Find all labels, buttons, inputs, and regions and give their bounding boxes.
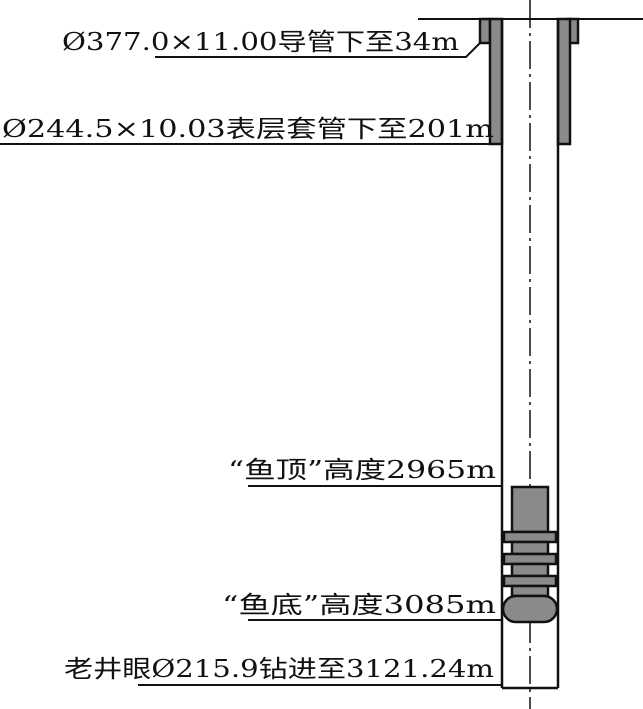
fish-collar-2	[502, 552, 558, 566]
surface-casing-right-wall	[556, 17, 572, 146]
old-hole-label: 老井眼Ø215.9钻进至3121.24m	[64, 655, 494, 683]
surface-casing-label: Ø244.5×10.03表层套管下至201m	[2, 115, 494, 143]
conductor-left-wall	[478, 17, 492, 45]
fish-collar-1	[502, 530, 558, 544]
conductor-leader	[155, 42, 481, 58]
fish	[501, 485, 559, 624]
fish-top-label: “鱼顶”高度2965m	[228, 456, 496, 484]
fish-body-2	[510, 562, 550, 578]
fish-bottom-label: “鱼底”高度3085m	[222, 591, 496, 619]
fish-bottom-bit	[501, 594, 559, 624]
fish-body-3	[510, 584, 550, 598]
conductor-label: Ø377.0×11.00导管下至34m	[62, 28, 459, 56]
fish-body-1	[510, 540, 550, 556]
fish-collar-3	[502, 574, 558, 588]
fish-top-pipe	[510, 485, 550, 534]
